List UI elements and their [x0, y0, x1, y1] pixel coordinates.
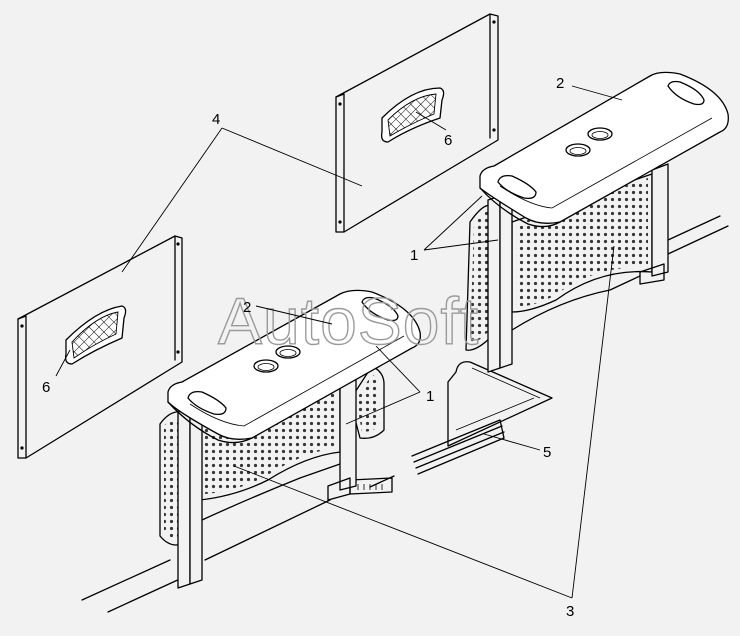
- net-pocket-upper: [380, 87, 445, 143]
- callout-3: 3: [566, 603, 574, 620]
- callout-2-rear: 2: [556, 75, 564, 92]
- callout-2-front: 2: [243, 299, 251, 316]
- seat-rear: [465, 71, 729, 373]
- watermark-text: AutoSoft: [218, 284, 479, 358]
- floor-mat: [411, 361, 553, 475]
- leader-lines: [55, 85, 623, 599]
- callout-5: 5: [543, 444, 551, 461]
- callout-6-left: 6: [42, 379, 50, 396]
- callout-1-rear: 1: [410, 247, 418, 264]
- seat-front: [159, 289, 421, 589]
- back-panel-upper: [335, 13, 499, 233]
- callout-4: 4: [212, 111, 220, 128]
- floor-lines: [81, 215, 729, 613]
- back-panel-left: [17, 235, 183, 459]
- callout-6-upper: 6: [444, 132, 452, 149]
- net-pocket-left: [64, 305, 127, 365]
- callout-1-front: 1: [426, 388, 434, 405]
